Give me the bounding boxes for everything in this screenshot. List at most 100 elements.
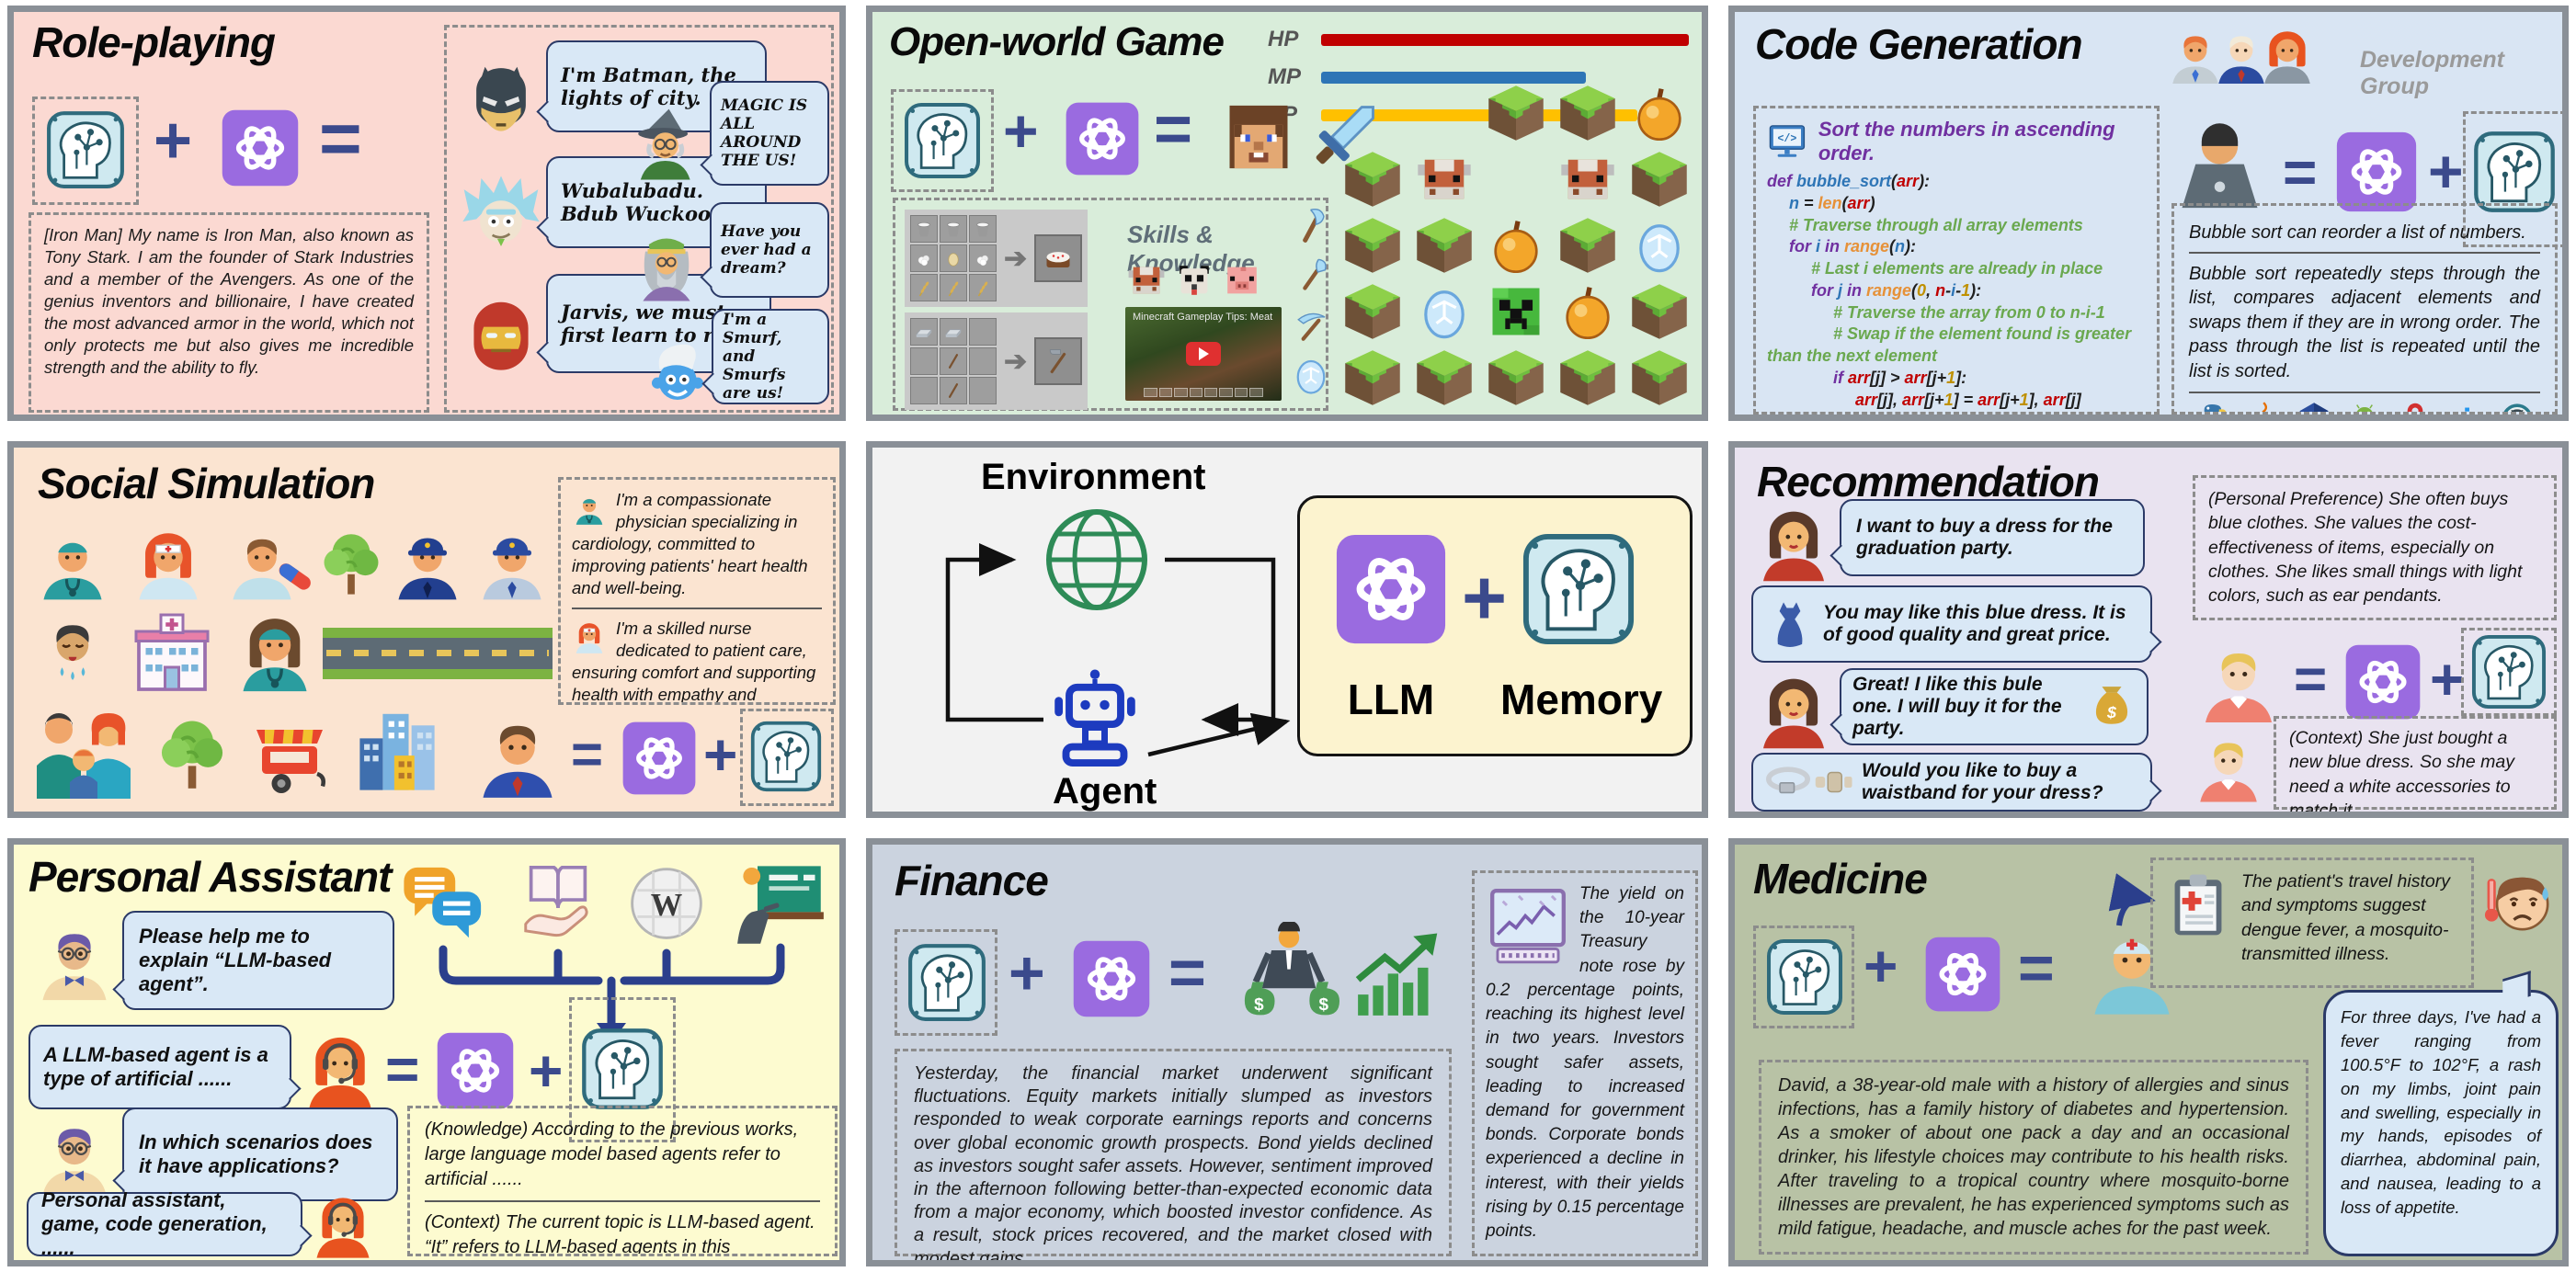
doctor-woman-icon (233, 609, 317, 694)
assistant-headset-icon (308, 1190, 378, 1260)
grass-icon (1341, 214, 1404, 277)
plus-operator: + (1003, 97, 1039, 165)
assistant-message-bubble: Personal assistant, game, code generatio… (27, 1188, 302, 1259)
buildings-icon (347, 707, 448, 799)
apple-icon (1556, 280, 1619, 343)
equals-operator: = (385, 1036, 420, 1102)
medicine-title: Medicine (1753, 855, 1928, 903)
video-title: Minecraft Gameplay Tips: Meat Far... (1133, 312, 1274, 323)
physician-mini-icon (572, 491, 607, 526)
smurf-bubble: I'm a Smurf, and Smurfs are us! (712, 309, 829, 404)
agent-brain-icon (2470, 633, 2548, 710)
police-officer-icon (389, 525, 466, 602)
answer-dashed-box: Bubble sort can reorder a list of number… (2171, 203, 2558, 415)
smurf-icon (642, 338, 713, 410)
agent-message-bubble: You may like this blue dress. It is of g… (1751, 585, 2152, 663)
apple-block (1480, 212, 1552, 278)
agent-message-bubble: Would you like to buy a waistband for yo… (1751, 753, 2152, 812)
grass-icon (1485, 346, 1547, 409)
finance-title: Finance (895, 857, 1049, 904)
user-message-bubble: I want to buy a dress for the graduation… (1840, 499, 2145, 576)
egg-icon (942, 247, 964, 269)
milk-bucket-icon (942, 218, 964, 240)
pickaxe-icon (1291, 307, 1331, 347)
agent-brain-icon (903, 101, 982, 180)
role-playing-title: Role-playing (32, 18, 276, 66)
police-officer-icon (473, 525, 551, 602)
wheat-icon (913, 277, 935, 299)
llm-logo-icon (1071, 938, 1152, 1019)
treasury-chart-icon (1486, 884, 1570, 969)
assistant-message-bubble: A LLM-based agent is a type of artificia… (28, 1025, 291, 1109)
sick-man-icon (30, 609, 115, 694)
grass-block (1552, 80, 1624, 146)
tech-logos-row (2189, 402, 2540, 415)
assistant-headset-icon (299, 1028, 382, 1111)
wizard-bubble: MAGIC IS ALL AROUND THE US! (710, 81, 829, 186)
llm-logo-icon (1064, 100, 1141, 177)
dumbledore-icon (629, 228, 704, 303)
grass-icon (1341, 280, 1404, 343)
equals-operator: = (571, 723, 604, 785)
grass-block (1552, 345, 1624, 411)
llm-logo-icon (435, 1030, 516, 1111)
creeper-block (1480, 278, 1552, 345)
symptoms-bubble: For three days, I've had a fever ranging… (2323, 971, 2559, 1256)
cow-icon (1413, 148, 1476, 210)
axe-icon (1291, 206, 1333, 248)
knowledge-context-box: (Knowledge) According to the previous wo… (407, 1106, 838, 1256)
batman-icon (462, 61, 541, 140)
grass-icon (1556, 346, 1619, 409)
rick-icon (462, 175, 541, 254)
brain-dashed-box (2463, 111, 2562, 247)
patient-record-box: David, a 38-year-old male with a history… (1759, 1060, 2308, 1255)
brain-dashed-box (740, 709, 834, 806)
divider (2189, 252, 2540, 254)
cow-head-icon (1125, 259, 1168, 301)
sugar-icon (972, 247, 994, 269)
apple-icon (1628, 82, 1691, 144)
llm-logo-icon (2334, 130, 2419, 214)
iron-man-icon (462, 296, 541, 375)
plus-operator: + (154, 104, 193, 177)
grass-block (1624, 278, 1695, 345)
agent-brain-icon (906, 942, 987, 1023)
minecraft-world-grid (1337, 80, 1695, 411)
personal-assistant-title: Personal Assistant (28, 853, 392, 901)
agent-label: Agent (1053, 771, 1157, 812)
cow-block (1408, 146, 1480, 212)
preference-dashed-box: (Personal Preference) She often buys blu… (2193, 475, 2557, 620)
food-cart-icon (245, 710, 334, 799)
iron-ingot-icon (942, 321, 964, 343)
llm-logo-icon (2343, 642, 2422, 721)
apple-icon (1485, 214, 1547, 277)
grass-icon (1628, 346, 1691, 409)
agent-brain-icon (1765, 937, 1844, 1016)
brain-dashed-box (891, 89, 994, 192)
wizard-icon (629, 107, 704, 182)
grass-block (1337, 345, 1408, 411)
llm-memory-box: + LLM Memory (1297, 495, 1693, 756)
grass-block (1624, 146, 1695, 212)
belt-icon (1764, 758, 1812, 806)
businessman-icon (472, 709, 564, 801)
grass-icon (1413, 346, 1476, 409)
family-icon (28, 710, 139, 799)
shopper-woman-icon (1753, 670, 1834, 751)
patient-man-icon (223, 525, 301, 602)
equals-operator: = (1168, 937, 1206, 1008)
tree-icon (150, 710, 234, 795)
skills-dashed-box: ➔ ➔ Skills & Knowledge (893, 198, 1328, 411)
wheat-icon (942, 277, 964, 299)
grass-block (1480, 80, 1552, 146)
diamond-icon (1413, 280, 1476, 343)
social-simulation-title: Social Simulation (38, 460, 375, 507)
python-logo (2194, 402, 2229, 415)
environment-globe-icon (1038, 501, 1156, 619)
analysis-text: The yield on the 10-year Treasury note r… (1486, 884, 1684, 1242)
trader-moneybags-icon (1238, 922, 1339, 1023)
grass-block (1337, 278, 1408, 345)
equals-operator: = (319, 97, 362, 179)
nurse-mini-icon (572, 619, 607, 654)
